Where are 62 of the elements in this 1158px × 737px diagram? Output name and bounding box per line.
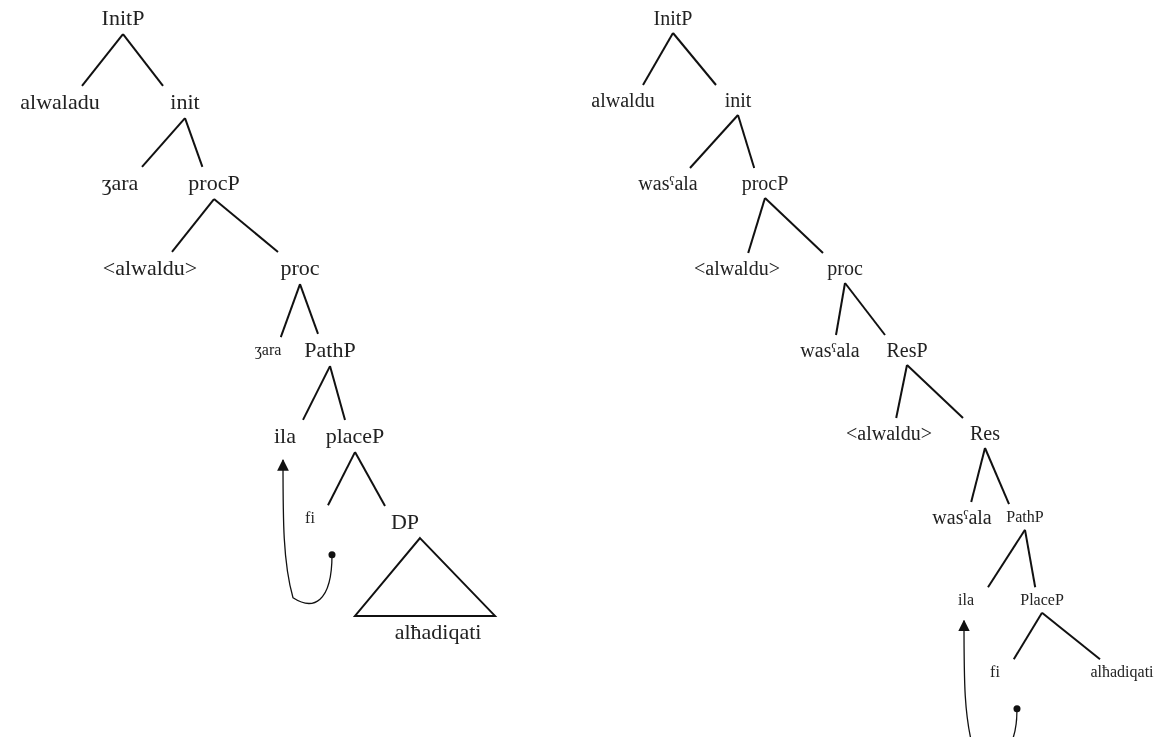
tree-branch xyxy=(141,117,186,168)
tree-branch xyxy=(906,364,964,419)
tree-branch xyxy=(329,365,346,421)
tree-branch xyxy=(81,33,124,87)
tree-node-label: fi xyxy=(305,510,315,526)
tree-branch xyxy=(970,447,986,503)
tree-node-label: fi xyxy=(990,664,1000,680)
tree-branch xyxy=(987,528,1026,589)
tree-node-label: ila xyxy=(958,592,974,608)
tree-node-label: <alwaldu> xyxy=(694,258,780,278)
tree-node-label: alħadiqati xyxy=(394,621,482,643)
tree-node-label: proc xyxy=(280,257,320,279)
tree-node-label: alħadiqati xyxy=(1090,664,1154,680)
tree-node-label: ʒara xyxy=(101,172,139,194)
tree-node-label: init xyxy=(724,90,752,110)
tree-branch xyxy=(184,117,204,168)
tree-branch xyxy=(672,32,717,86)
tree-node-label: init xyxy=(170,91,200,113)
tree-node-label: procP xyxy=(741,173,789,193)
tree-node-label: ila xyxy=(274,425,296,447)
tree-node-label: wasˤala xyxy=(638,173,698,193)
tree-branch xyxy=(747,197,766,254)
movement-arrow xyxy=(277,458,336,604)
tree-branch xyxy=(764,197,824,254)
tree-branch xyxy=(895,364,908,419)
roof-triangle xyxy=(352,536,498,617)
tree-branch xyxy=(689,114,739,169)
tree-node-label: <alwaldu> xyxy=(102,257,198,279)
tree-node-label: Res xyxy=(970,423,1000,443)
tree-branch xyxy=(279,283,301,339)
tree-branch xyxy=(302,365,331,421)
tree-node-label: ʒara xyxy=(254,342,282,358)
tree-branch xyxy=(327,451,356,507)
tree-branch xyxy=(642,32,674,86)
tree-node-label: wasˤala xyxy=(932,507,992,527)
tree-node-label: alwaldu xyxy=(591,90,655,110)
movement-arrow xyxy=(958,619,1021,737)
tree-node-label: <alwaldu> xyxy=(846,423,932,443)
tree-node-label: InitP xyxy=(653,8,693,28)
tree-node-label: placeP xyxy=(325,425,385,447)
tree-node-label: proc xyxy=(827,258,863,278)
tree-branch xyxy=(835,282,846,336)
tree-branch xyxy=(171,198,215,253)
tree-branch xyxy=(213,198,279,253)
tree-node-label: alwaladu xyxy=(20,91,100,113)
tree-branch xyxy=(354,451,386,507)
tree-branch xyxy=(1041,611,1101,661)
tree-node-label: PathP xyxy=(1006,509,1044,525)
tree-node-label: InitP xyxy=(101,7,145,29)
tree-node-label: wasˤala xyxy=(800,340,860,360)
tree-branch xyxy=(1012,611,1043,661)
tree-node-label: ResP xyxy=(886,340,928,360)
tree-branch xyxy=(984,447,1010,506)
tree-branch xyxy=(1024,528,1037,589)
tree-node-label: PlaceP xyxy=(1020,592,1064,608)
tree-branch xyxy=(122,33,164,87)
tree-node-label: PathP xyxy=(304,339,356,361)
tree-branch xyxy=(844,282,886,336)
tree-node-label: DP xyxy=(390,511,420,533)
tree-node-label: procP xyxy=(188,172,240,194)
tree-branch xyxy=(299,283,319,335)
tree-branch xyxy=(737,114,756,169)
